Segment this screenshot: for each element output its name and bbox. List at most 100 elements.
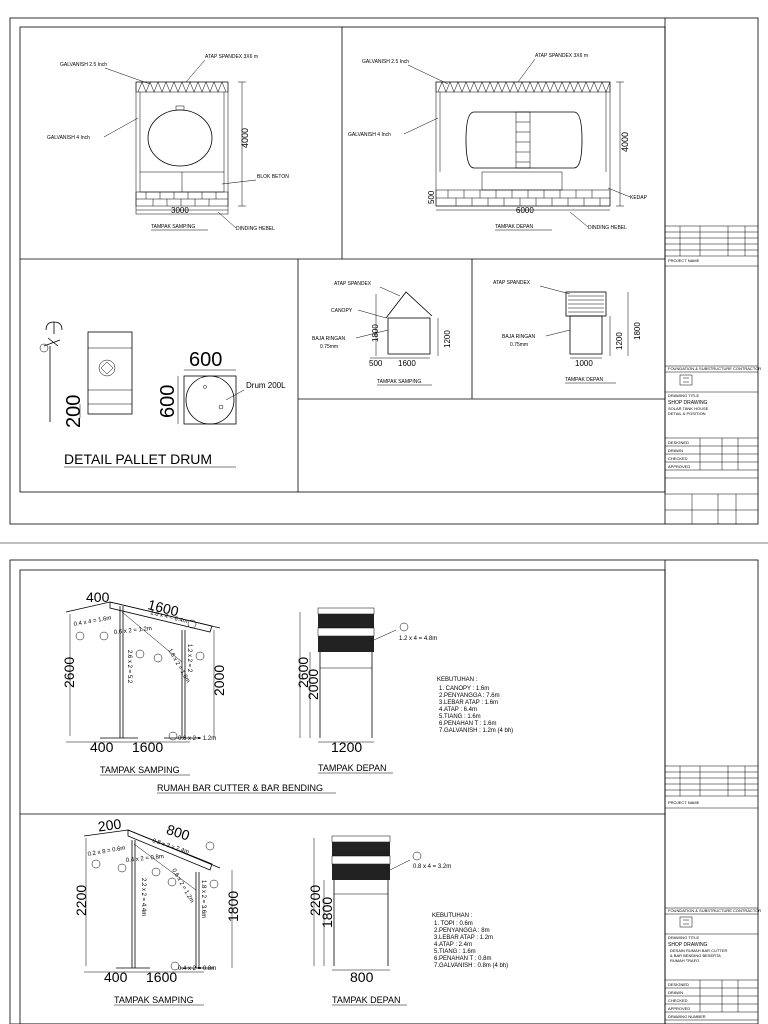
side-galvanish-top: GALVANISH 2.5 Inch bbox=[60, 62, 107, 68]
pallet-top-dim: 600 bbox=[189, 349, 222, 371]
bottom-d800-top: 800 bbox=[165, 821, 192, 844]
canopy-side-w2: 1600 bbox=[398, 359, 416, 368]
side-width-dim: 3000 bbox=[171, 206, 189, 215]
sheet-1-project-name: PROJECT NAME bbox=[668, 258, 700, 263]
bottom-d200: 200 bbox=[97, 815, 123, 834]
sheet-2: 400 1600 2600 2000 400 1600 0.4 x 4 = 1.… bbox=[0, 542, 768, 1024]
top-needs-title: KEBUTUHAN : bbox=[437, 677, 478, 683]
side-atap: ATAP SPANDEX 3X6 m bbox=[205, 54, 258, 60]
canopy-front-view: 1200 1800 1000 ATAP SPANDEX BAJA RINGAN … bbox=[493, 280, 642, 384]
pallet-drum-label: Drum 200L bbox=[246, 381, 286, 390]
top-need-6: 6.PENAHAN T : 1.6m bbox=[439, 721, 496, 727]
canopy-front-w: 1000 bbox=[575, 359, 593, 368]
sheet-1-title-block: PROJECT NAME FOUNDATION & SUBSTRUCTURE C… bbox=[664, 18, 761, 524]
top-side-label: TAMPAK SAMPING bbox=[100, 765, 180, 775]
top-d2600: 2600 bbox=[61, 657, 77, 688]
side-galvanish-side: GALVANISH 4 Inch bbox=[47, 135, 90, 141]
front-dinding: DINDING HEBEL bbox=[588, 225, 627, 231]
side-blok-beton: BLOK BETON bbox=[257, 174, 289, 180]
top-note-7: 1.2 x 4 = 4.8m bbox=[399, 636, 437, 642]
top-d400: 400 bbox=[86, 589, 110, 605]
bottom-note-1: 0.2 x 8 = 0.6m bbox=[87, 845, 126, 858]
bottom-need-4: 4.ATAP : 2.4m bbox=[434, 942, 472, 948]
bottom-front-label: TAMPAK DEPAN bbox=[332, 995, 401, 1005]
sheet-2-drawing-type: SHOP DRAWING bbox=[668, 942, 708, 948]
sheet-1-company: FOUNDATION & SUBSTRUCTURE CONTRACTOR bbox=[668, 366, 761, 371]
bottom-need-3: 3.LEBAR ATAP : 1.2m bbox=[434, 935, 493, 941]
side-height-dim: 4000 bbox=[240, 128, 250, 148]
bottom-note-5b: 1.8 x 2 = 3.6m bbox=[200, 880, 206, 918]
bottom-note-2: 0.4 x 2 = 0.8m bbox=[126, 854, 165, 864]
front-kedap: KEDAP bbox=[630, 195, 648, 201]
bottom-d1600: 1600 bbox=[146, 969, 177, 985]
top-need-5: 5.TIANG : 1.6m bbox=[439, 714, 481, 720]
canopy-front-atap: ATAP SPANDEX bbox=[493, 280, 531, 286]
front-view-label: TAMPAK DEPAN bbox=[495, 224, 533, 230]
bottom-needs-list: KEBUTUHAN : 1. TOPI : 0.6m 2.PENYANGGA :… bbox=[432, 913, 508, 969]
canopy-front-label: TAMPAK DEPAN bbox=[565, 377, 603, 383]
canopy-side-baja-size: 0.75mm bbox=[320, 344, 338, 350]
sheet-2-approved: APPROVED bbox=[668, 1006, 690, 1011]
top-front-label: TAMPAK DEPAN bbox=[318, 763, 387, 773]
side-view-label: TAMPAK SAMPING bbox=[151, 224, 195, 230]
sheet-1-approved: APPROVED bbox=[668, 464, 690, 469]
top-d400-bottom: 400 bbox=[90, 739, 114, 755]
pallet-drum-detail: 200 600 600 Drum 200L DETAIL PALLET DRUM bbox=[39, 321, 286, 468]
top-d1600-bottom: 1600 bbox=[132, 739, 163, 755]
pallet-title: DETAIL PALLET DRUM bbox=[64, 451, 212, 467]
canopy-side-h2: 1200 bbox=[443, 330, 452, 348]
top-need-7: 7.GALVANISH : 1.2m (4 bh) bbox=[439, 728, 513, 734]
bottom-need-1: 1. TOPI : 0.6m bbox=[434, 921, 473, 927]
sheet-1-designed: DESIGNED bbox=[668, 440, 689, 445]
canopy-side-label: TAMPAK SAMPING bbox=[377, 379, 421, 385]
bottom-d2200: 2200 bbox=[73, 885, 89, 916]
top-front-1200: 1200 bbox=[331, 739, 362, 755]
top-note-3: 2.6 x 2 = 5.2 bbox=[126, 650, 132, 684]
bottom-front-1800: 1800 bbox=[319, 897, 335, 928]
bottom-d400: 400 bbox=[104, 969, 128, 985]
canopy-side-view: 1800 1200 500 1600 ATAP SPANDEX CANOPY B… bbox=[312, 281, 452, 386]
canopy-side-baja: BAJA RINGAN bbox=[312, 336, 345, 342]
canopy-front-baja: BAJA RINGAN bbox=[502, 334, 535, 340]
sheet-2-drawing-number: DRAWING NUMBER bbox=[668, 1014, 706, 1019]
front-atap: ATAP SPANDEX 3X6 m bbox=[535, 53, 588, 59]
pallet-side-dim: 600 bbox=[157, 385, 179, 418]
tank-house-side-view: 4000 3000 GALVANISH 2.5 Inch ATAP SPANDE… bbox=[47, 54, 289, 232]
bottom-need-6: 6.PENAHAN T : 0.8m bbox=[434, 956, 491, 962]
front-width-dim: 6000 bbox=[516, 206, 534, 215]
canopy-side-canopy: CANOPY bbox=[331, 308, 353, 314]
trafo-side-view: 200 800 2200 1800 400 1600 0.2 x 8 = 0.6… bbox=[73, 815, 241, 1006]
canopy-front-h1: 1200 bbox=[615, 332, 624, 350]
sheet-2-title-block: PROJECT NAME FOUNDATION & SUBSTRUCTURE C… bbox=[664, 560, 761, 1024]
top-need-1: 1. CANOPY : 1.6m bbox=[439, 686, 489, 692]
sheet-1-checked: CHECKED bbox=[668, 456, 688, 461]
canopy-front-baja-size: 0.75mm bbox=[510, 342, 528, 348]
sheet-1-drawn: DRAWN bbox=[668, 448, 683, 453]
canopy-front-h2: 1800 bbox=[633, 322, 642, 340]
bar-cutter-side-view: 400 1600 2600 2000 400 1600 0.4 x 4 = 1.… bbox=[61, 589, 227, 776]
sheet-2-line-3: RUMAH TRAFO bbox=[670, 958, 699, 963]
sheet-1-frame bbox=[19, 26, 666, 493]
sheet-1-border bbox=[9, 17, 759, 525]
sheet-2-line-1: DESAIN RUMAH BAR CUTTER bbox=[670, 948, 727, 953]
side-dinding: DINDING HEBEL bbox=[236, 226, 275, 232]
bottom-need-5: 5.TIANG : 1.6m bbox=[434, 949, 476, 955]
canopy-side-w1: 500 bbox=[369, 359, 383, 368]
sheet-1: 4000 3000 GALVANISH 2.5 Inch ATAP SPANDE… bbox=[9, 17, 761, 525]
top-need-4: 4.ATAP : 6.4m bbox=[439, 707, 477, 713]
pallet-height-dim: 200 bbox=[63, 395, 85, 428]
top-d1600-top: 1600 bbox=[146, 596, 180, 619]
trafo-front-view: 2200 1800 800 0.8 x 4 = 3.2m TAMPAK DEPA… bbox=[307, 835, 451, 1006]
top-needs-list: KEBUTUHAN : 1. CANOPY : 1.6m 2.PENYANGGA… bbox=[437, 677, 513, 734]
bottom-side-label: TAMPAK SAMPING bbox=[114, 995, 194, 1005]
top-note-1: 0.4 x 4 = 1.6m bbox=[73, 615, 112, 628]
top-front-2600: 2600 bbox=[295, 657, 311, 688]
sheet-2-border bbox=[9, 559, 759, 1024]
sheet-2-checked: CHECKED bbox=[668, 998, 688, 1003]
tank-house-front-view: 4000 6000 500 GALVANISH 2.5 Inch ATAP SP… bbox=[348, 53, 648, 231]
sheet-2-designed: DESIGNED bbox=[668, 982, 689, 987]
top-d2000: 2000 bbox=[211, 665, 227, 696]
sheet-1-line-1: SOLAR TANK HOUSE bbox=[668, 406, 709, 411]
bottom-d1800: 1800 bbox=[225, 891, 241, 922]
